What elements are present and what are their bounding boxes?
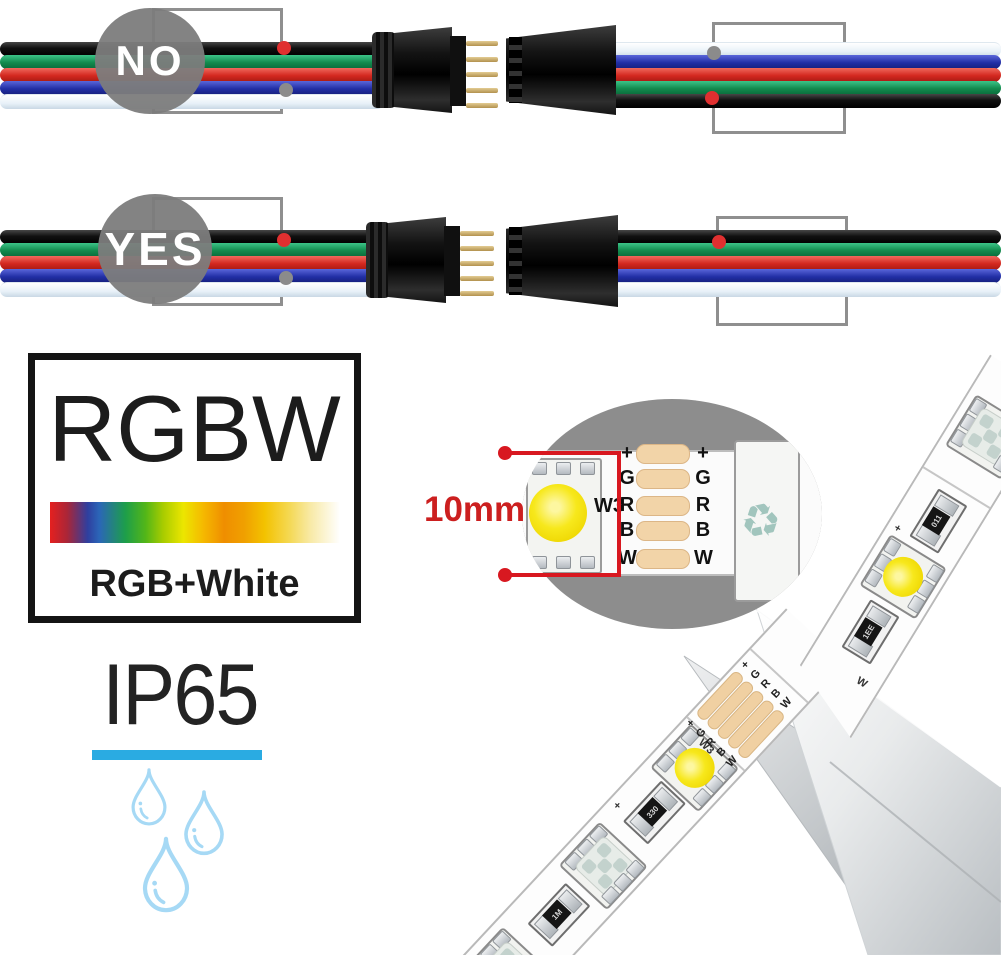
rgbw-title: RGBW bbox=[48, 376, 341, 481]
pin-label: G bbox=[695, 467, 711, 489]
female-connector-body bbox=[506, 215, 618, 307]
chip-logo-icon: ♻ bbox=[734, 490, 787, 552]
wire-black bbox=[610, 94, 1001, 108]
wire-black bbox=[612, 230, 1001, 244]
connector-pin bbox=[466, 88, 498, 93]
wire-white bbox=[0, 94, 384, 109]
connector-pin bbox=[466, 57, 498, 62]
male-connector-collar bbox=[366, 222, 390, 298]
male-connector-collar bbox=[372, 32, 396, 108]
male-connector-header bbox=[444, 226, 460, 296]
connector-pin bbox=[466, 41, 498, 46]
resistor: 1EE bbox=[841, 599, 899, 665]
magnifier-circle: W3 + G R B W + G R B W ♻ bbox=[522, 399, 822, 629]
dimension-line-top bbox=[505, 451, 621, 455]
polarity-dot-gray bbox=[279, 271, 293, 285]
pin-label: B bbox=[619, 519, 635, 541]
connector-pin bbox=[466, 72, 498, 77]
polarity-dot-gray bbox=[279, 83, 293, 97]
water-drop-icon bbox=[142, 836, 190, 913]
polarity-dot-red bbox=[277, 233, 291, 247]
ip65-underline bbox=[92, 750, 262, 760]
polarity-dot-red bbox=[712, 235, 726, 249]
resistor: 1M bbox=[527, 882, 591, 947]
pin-label: G bbox=[619, 467, 635, 489]
pin-label: + bbox=[621, 442, 633, 464]
magnified-rgb-chip: ♻ bbox=[734, 440, 800, 602]
wire-blue bbox=[612, 269, 1001, 283]
rainbow-gradient-bar bbox=[50, 502, 340, 543]
connector-pin bbox=[466, 103, 498, 108]
solder-pad bbox=[636, 549, 690, 569]
resistor: 011 bbox=[909, 488, 967, 554]
plus-mark: + bbox=[610, 799, 624, 813]
wire-white bbox=[612, 282, 1001, 297]
solder-pad bbox=[636, 496, 690, 516]
chip-label: W3 bbox=[594, 495, 624, 517]
water-drop-icon bbox=[184, 790, 224, 856]
no-label: NO bbox=[115, 37, 185, 84]
water-drop-icon bbox=[131, 768, 167, 826]
wire-red bbox=[610, 68, 1001, 82]
dimension-line-vertical bbox=[617, 451, 621, 577]
no-badge: NO bbox=[95, 8, 205, 114]
connector-pin bbox=[460, 276, 494, 281]
dimension-dot bbox=[498, 568, 512, 582]
rgbw-subtitle: RGB+White bbox=[89, 563, 300, 605]
pin-label: W bbox=[694, 547, 713, 569]
wire-blue bbox=[610, 55, 1001, 69]
rgbw-badge: RGBW RGB+White bbox=[28, 353, 361, 623]
pin-label: R bbox=[695, 494, 711, 516]
wire-green bbox=[612, 243, 1001, 257]
yes-label: YES bbox=[104, 223, 206, 275]
wire-green bbox=[610, 81, 1001, 95]
dimension-label: 10mm bbox=[424, 490, 526, 529]
connector-pin bbox=[460, 291, 494, 296]
male-connector-header bbox=[450, 36, 466, 106]
female-connector-slots bbox=[509, 227, 522, 295]
polarity-dot-red bbox=[277, 41, 291, 55]
dimension-line-bottom bbox=[505, 573, 621, 577]
plus-mark: + bbox=[891, 521, 904, 536]
pin-label: B bbox=[695, 519, 711, 541]
polarity-dot-red bbox=[705, 91, 719, 105]
solder-pad bbox=[636, 469, 690, 489]
dimension-dot bbox=[498, 446, 512, 460]
w-mark: W bbox=[854, 674, 870, 691]
connector-pin bbox=[460, 231, 494, 236]
solder-pad bbox=[636, 521, 690, 541]
connector-pin bbox=[460, 246, 494, 251]
magnified-led-dome bbox=[529, 484, 587, 542]
pin-label: + bbox=[697, 442, 709, 464]
female-connector-body bbox=[506, 25, 616, 115]
male-connector-body bbox=[388, 217, 446, 303]
pin-label: W bbox=[618, 547, 637, 569]
connector-pin bbox=[460, 261, 494, 266]
ip65-label: IP65 bbox=[102, 647, 259, 743]
polarity-dot-gray bbox=[707, 46, 721, 60]
solder-pad bbox=[636, 444, 690, 464]
yes-badge: YES bbox=[98, 194, 212, 304]
male-connector-body bbox=[394, 27, 452, 113]
female-connector-slots bbox=[509, 37, 522, 103]
pin-label: R bbox=[619, 494, 635, 516]
wire-red bbox=[612, 256, 1001, 270]
